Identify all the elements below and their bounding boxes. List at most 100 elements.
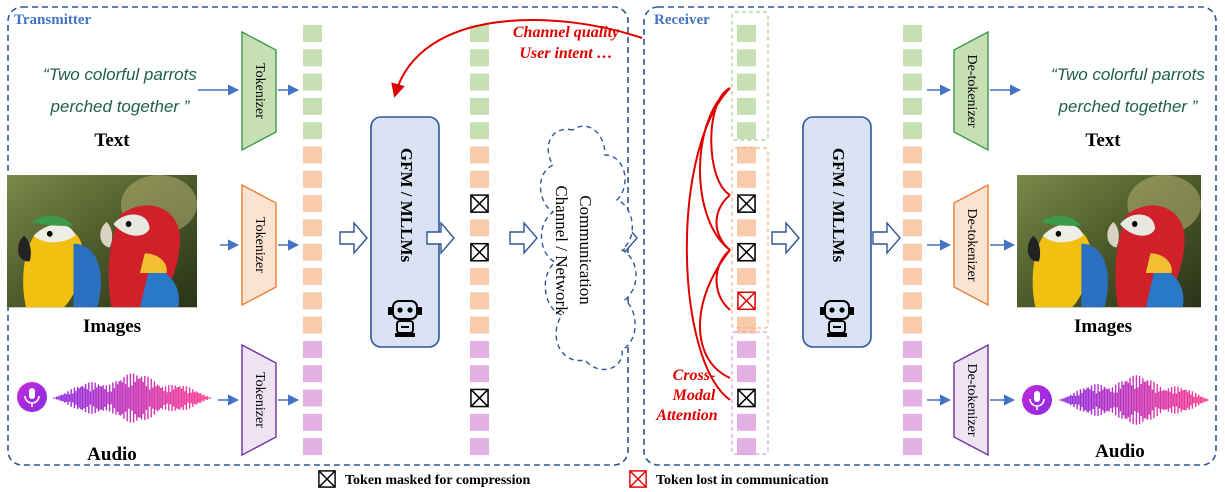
- receiver-title: Receiver: [654, 12, 710, 28]
- audio-token: [303, 365, 322, 383]
- svg-text:De-tokenizer: De-tokenizer: [964, 208, 979, 281]
- image-token: [737, 219, 756, 237]
- cross-modal-attention-arcs: [685, 87, 731, 401]
- lost-token-icon: [737, 291, 756, 311]
- tx-text-quote-line1: “Two colorful parrots: [43, 65, 197, 84]
- tokenizer-text: Tokenizer: [241, 30, 277, 152]
- audio-token: [470, 365, 489, 383]
- hollow-arrow-icon: [339, 221, 368, 255]
- tx-input-tokens: [303, 25, 322, 456]
- audio-token: [303, 389, 322, 407]
- rx-audio-token-group: [731, 331, 769, 455]
- receiver-panel: [643, 6, 1217, 466]
- rx-images-label: Images: [1074, 316, 1132, 337]
- cloud-line2: Channel / Network: [552, 185, 571, 315]
- attention-line1: Cross-: [673, 367, 716, 384]
- text-token: [737, 25, 756, 42]
- text-token: [737, 97, 756, 115]
- attention-line2: Modal: [672, 387, 716, 404]
- image-token: [303, 268, 322, 285]
- text-token: [470, 25, 489, 42]
- tx-text-label: Text: [94, 130, 130, 151]
- image-token: [903, 219, 922, 237]
- rx-model-block: GFM / MLLMs: [802, 116, 872, 348]
- image-token: [303, 243, 322, 261]
- text-token: [737, 73, 756, 91]
- feedback-line2: User intent …: [519, 45, 612, 62]
- image-token: [903, 195, 922, 213]
- text-token: [737, 122, 756, 140]
- audio-token: [903, 438, 922, 456]
- masked-token-icon: [470, 242, 489, 262]
- text-token: [303, 122, 322, 140]
- audio-token: [303, 340, 322, 358]
- image-token: [903, 316, 922, 334]
- rx-text-label: Text: [1085, 130, 1121, 151]
- rx-audio-label: Audio: [1095, 441, 1145, 462]
- audio-token: [737, 438, 756, 456]
- audio-token: [470, 340, 489, 358]
- masked-token-icon: [737, 194, 756, 213]
- rx-image-token-group: [731, 147, 769, 329]
- rx-parrots-image: [1017, 175, 1201, 308]
- detokenizer-text: De-tokenizer: [953, 30, 989, 152]
- cloud-line1: Communication: [576, 195, 595, 305]
- rx-received-tokens: [737, 25, 756, 456]
- tx-images-label: Images: [83, 316, 141, 337]
- image-token: [303, 219, 322, 237]
- text-token: [903, 97, 922, 115]
- legend-masked-label: Token masked for compression: [345, 473, 530, 488]
- text-token: [903, 73, 922, 91]
- tokenizer-audio: Tokenizer: [241, 343, 277, 457]
- audio-token: [903, 389, 922, 407]
- image-token: [737, 146, 756, 164]
- tx-compressed-tokens: [470, 25, 489, 456]
- image-token: [903, 170, 922, 188]
- image-token: [303, 146, 322, 164]
- hollow-arrow-icon: [872, 221, 901, 255]
- image-token: [470, 292, 489, 310]
- tx-audio-label: Audio: [87, 444, 137, 465]
- legend-lost-label: Token lost in communication: [656, 473, 829, 488]
- text-token: [470, 73, 489, 91]
- image-token: [303, 170, 322, 188]
- masked-token-icon: [470, 194, 489, 213]
- audio-token: [903, 413, 922, 431]
- legend-masked-icon: [318, 470, 336, 488]
- image-token: [303, 292, 322, 310]
- feedback-line1: Channel quality: [513, 24, 620, 41]
- image-token: [303, 195, 322, 213]
- rx-model-output-tokens: [903, 25, 922, 456]
- image-token: [737, 316, 756, 334]
- svg-text:De-tokenizer: De-tokenizer: [964, 54, 979, 127]
- text-token: [303, 73, 322, 91]
- channel-cloud: [539, 125, 637, 371]
- svg-text:De-tokenizer: De-tokenizer: [964, 363, 979, 436]
- tokenizer-image: Tokenizer: [241, 183, 277, 307]
- text-token: [470, 122, 489, 140]
- tx-model-block: GFM / MLLMs: [370, 116, 440, 348]
- audio-token: [737, 340, 756, 358]
- text-token: [303, 25, 322, 42]
- audio-token: [737, 365, 756, 383]
- masked-token-icon: [737, 242, 756, 262]
- rx-model-label: GFM / MLLMs: [829, 148, 848, 263]
- text-token: [903, 122, 922, 140]
- svg-text:Tokenizer: Tokenizer: [252, 63, 267, 119]
- detokenizer-image: De-tokenizer: [953, 183, 989, 307]
- image-token: [303, 316, 322, 334]
- audio-token: [903, 340, 922, 358]
- image-token: [470, 170, 489, 188]
- tx-parrots-image: [7, 175, 198, 308]
- svg-text:Tokenizer: Tokenizer: [252, 372, 267, 428]
- image-token: [737, 170, 756, 188]
- transmitter-title: Transmitter: [14, 12, 92, 28]
- detokenizer-audio: De-tokenizer: [953, 343, 989, 457]
- text-token: [903, 25, 922, 42]
- text-token: [903, 49, 922, 67]
- image-token: [470, 219, 489, 237]
- image-token: [470, 316, 489, 334]
- image-token: [903, 292, 922, 310]
- image-token: [903, 146, 922, 164]
- rx-audio-waveform-icon: [1058, 375, 1210, 425]
